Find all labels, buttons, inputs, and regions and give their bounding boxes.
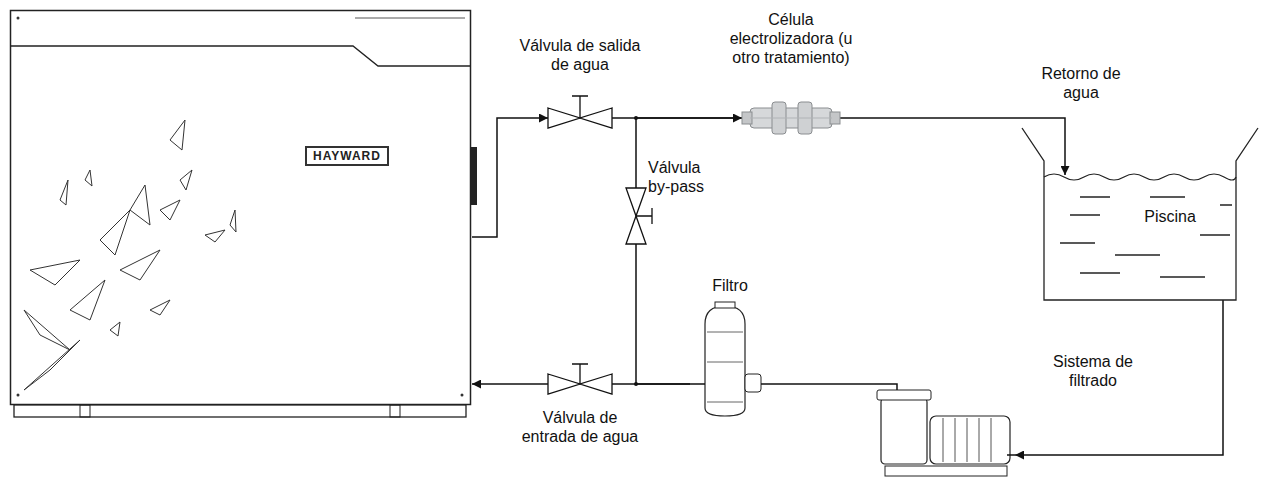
- label-box: Filtro: [690, 276, 770, 295]
- part-label: Válvula de salida de agua: [512, 36, 648, 74]
- outlet-valve: Válvula de salida de agua: [548, 90, 612, 130]
- inlet-valve: Válvula de entrada de agua: [548, 364, 612, 404]
- symbol: [1020, 125, 1260, 300]
- junction: [634, 382, 638, 386]
- part-label: Válvula de entrada de agua: [515, 408, 645, 446]
- part-label: Sistema de filtrado: [1043, 352, 1143, 390]
- pipe-connector: [770, 383, 875, 385]
- symbol: [690, 302, 770, 418]
- edge-label: Retorno de agua: [1033, 64, 1129, 102]
- brand-logo: HAYWARD: [305, 146, 389, 166]
- part-label: Válvula by-pass: [648, 158, 724, 196]
- pipe-connector: [636, 118, 742, 188]
- symbol: [875, 378, 1015, 478]
- electrolysis-cell: Célula electrolizadora (u otro tratamien…: [742, 100, 840, 136]
- part-label: Piscina: [1130, 207, 1210, 226]
- junction: [634, 116, 638, 120]
- symbol: [548, 90, 612, 130]
- symbol: [742, 100, 840, 136]
- label-box: Válvula by-pass: [648, 158, 724, 196]
- label-box: Piscina: [1130, 207, 1210, 226]
- label-box: Célula electrolizadora (u otro tratamien…: [715, 10, 867, 68]
- pool: Piscina: [1020, 125, 1260, 300]
- part-label: Filtro: [690, 276, 770, 295]
- pipe-connector: [472, 118, 548, 237]
- part-label: Célula electrolizadora (u otro tratamien…: [715, 10, 867, 68]
- pipe-connector: [636, 244, 690, 384]
- bypass-valve: Válvula by-pass: [616, 188, 656, 244]
- label-box: HAYWARD: [305, 146, 389, 166]
- symbol: [548, 364, 612, 404]
- label-box: Sistema de filtrado: [1043, 352, 1143, 390]
- pipe-connector: [472, 383, 548, 385]
- heat-pump-unit: HAYWARD: [10, 10, 472, 420]
- symbol: [10, 10, 472, 420]
- edge-label-box: Retorno de agua: [1033, 64, 1129, 102]
- label-box: Válvula de salida de agua: [512, 36, 648, 74]
- filtration-pump: Sistema de filtrado: [875, 378, 1015, 478]
- label-box: Válvula de entrada de agua: [515, 408, 645, 446]
- pipe-connector: [840, 118, 1065, 175]
- pipe-connector: [1015, 300, 1223, 455]
- filter: Filtro: [690, 302, 770, 418]
- symbol: [616, 188, 656, 244]
